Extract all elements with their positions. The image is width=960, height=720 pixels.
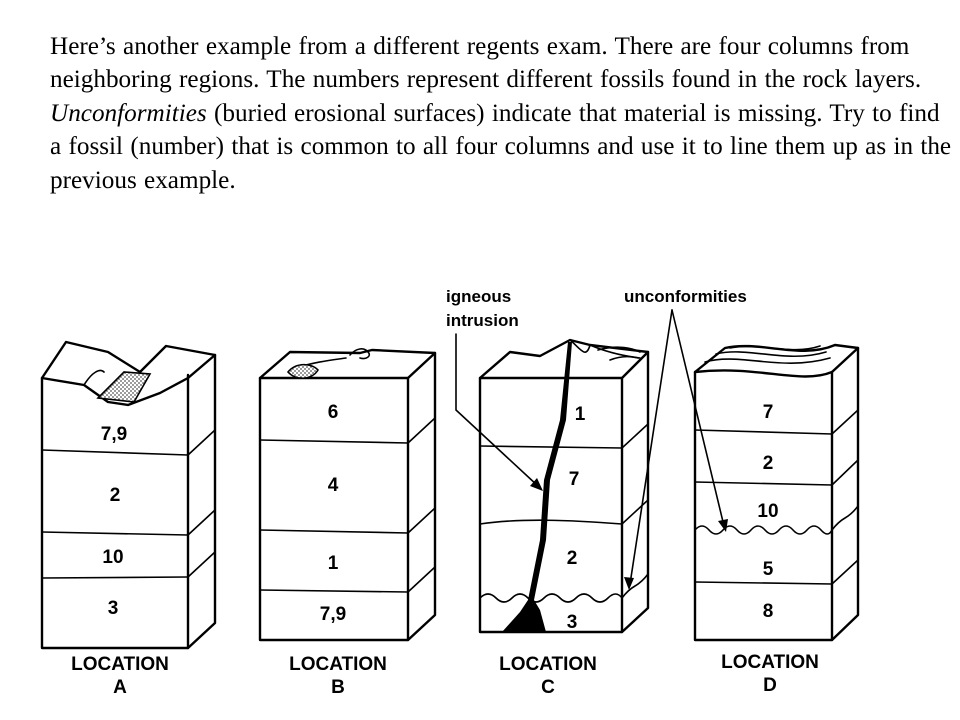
callout-igneous-intrusion: igneous intrusion bbox=[446, 287, 543, 491]
callout-unconformities-label: unconformities bbox=[624, 287, 747, 306]
layer-label: 3 bbox=[108, 598, 119, 619]
layer-label: 6 bbox=[328, 402, 339, 423]
arrowhead bbox=[624, 577, 634, 590]
intro-paragraph: Here’s another example from a different … bbox=[50, 30, 955, 197]
intro-sentence-1: Here’s another example from a different … bbox=[50, 33, 922, 94]
layer-label: 3 bbox=[567, 612, 578, 633]
intro-term-unconformities: Unconformities bbox=[50, 99, 207, 127]
arrowhead bbox=[530, 478, 543, 491]
igneous-intrusion bbox=[502, 342, 572, 632]
lens-fill bbox=[286, 363, 319, 379]
location-letter: B bbox=[331, 677, 345, 698]
location-label: LOCATION bbox=[71, 654, 169, 675]
arrowhead bbox=[718, 519, 728, 532]
location-letter: C bbox=[541, 677, 555, 698]
layer-label: 8 bbox=[763, 601, 774, 622]
location-letter: D bbox=[763, 675, 777, 696]
layer-label: 7 bbox=[763, 402, 774, 423]
column-location-c: 1 7 2 3 LOCATION C bbox=[478, 338, 650, 698]
layer-label: 1 bbox=[575, 404, 586, 425]
layer-label: 5 bbox=[763, 559, 774, 580]
layer-label: 10 bbox=[102, 547, 123, 568]
column-location-b: 6 4 1 7,9 LOCATION B bbox=[258, 348, 437, 698]
rock-column-diagram: 7,9 2 10 3 LOCATION A 6 4 1 7,9 LOCATION… bbox=[40, 287, 860, 698]
callout-igneous-line1: igneous bbox=[446, 287, 511, 306]
layer-label: 2 bbox=[763, 453, 774, 474]
callout-igneous-line2: intrusion bbox=[446, 311, 519, 330]
callout-unconformities: unconformities bbox=[624, 287, 747, 590]
layer-label: 7,9 bbox=[320, 604, 346, 625]
column-location-a: 7,9 2 10 3 LOCATION A bbox=[40, 340, 217, 698]
location-letter: A bbox=[113, 677, 127, 698]
location-label: LOCATION bbox=[499, 654, 597, 675]
layer-label: 1 bbox=[328, 553, 339, 574]
valley-fill bbox=[96, 371, 152, 403]
column-location-d: 7 2 10 5 8 LOCATION D bbox=[693, 343, 860, 696]
layer-label: 2 bbox=[567, 548, 578, 569]
intro-sentence-2: (buried erosional surfaces) indicate tha… bbox=[50, 99, 952, 194]
layer-label: 2 bbox=[110, 485, 121, 506]
location-label: LOCATION bbox=[289, 654, 387, 675]
layer-label: 10 bbox=[757, 501, 778, 522]
layer-label: 7,9 bbox=[101, 424, 127, 445]
layer-label: 7 bbox=[569, 469, 580, 490]
layer-label: 4 bbox=[328, 475, 339, 496]
location-label: LOCATION bbox=[721, 652, 819, 673]
